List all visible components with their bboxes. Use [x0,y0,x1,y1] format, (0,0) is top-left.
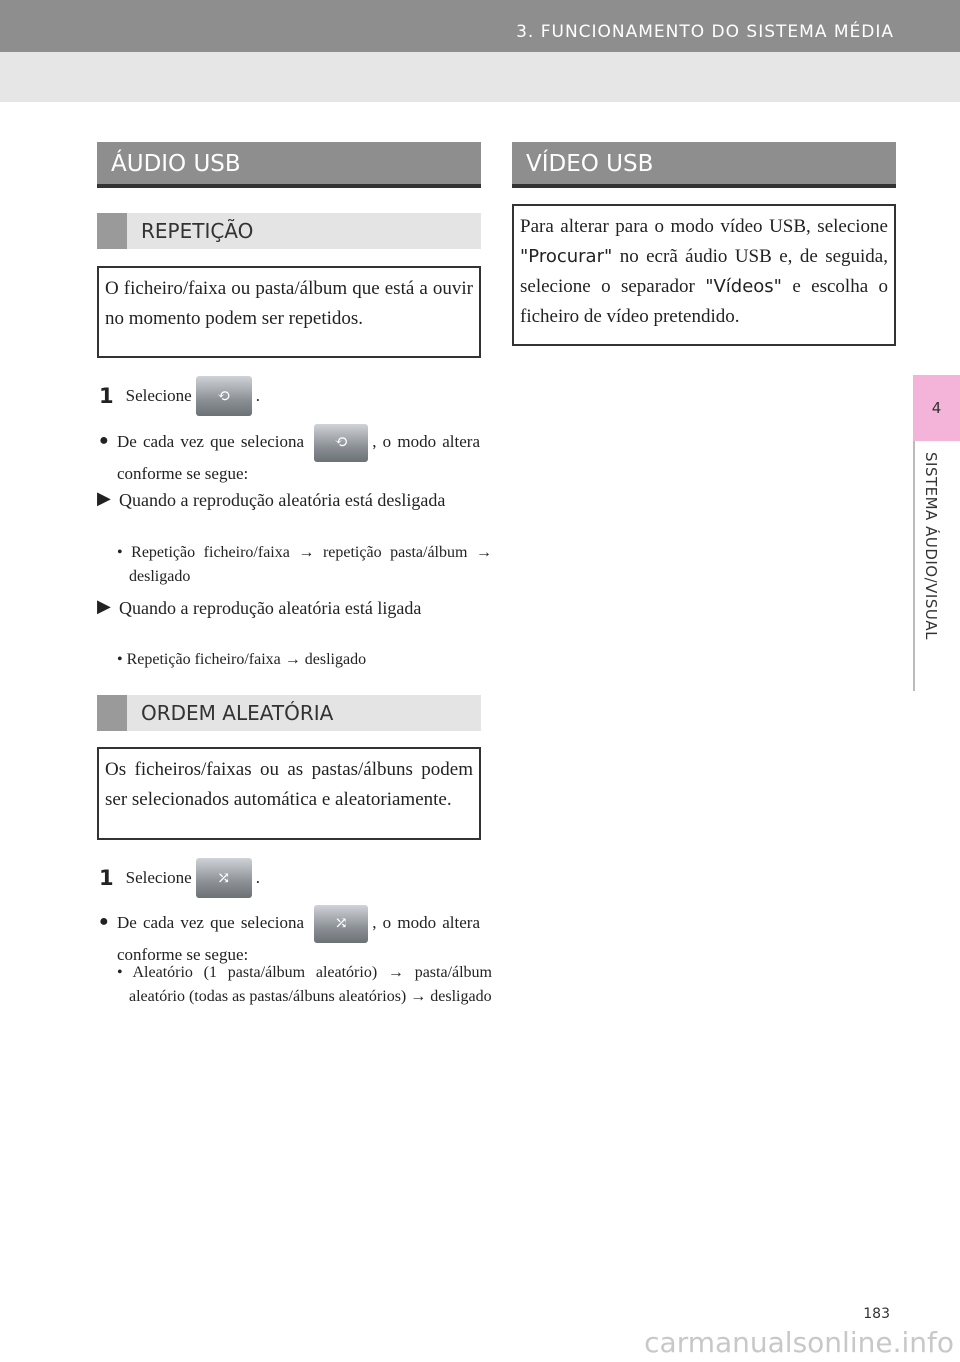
case-shuffle-on-sequence: • Repetição ficheiro/faixa → desligado [117,651,367,668]
triangle-icon: ▶ [97,596,111,616]
chapter-title: 3. FUNCIONAMENTO DO SISTEMA MÉDIA [516,22,894,42]
repeat-button: ⟲ [195,376,252,416]
repeat-info-box: O ficheiro/faixa ou pasta/álbum que está… [97,266,481,358]
header-band [0,52,960,102]
subsection-title-random: ORDEM ALEATÓRIA [97,695,481,731]
step-number: 1 [99,384,114,408]
random-sequence: • Aleatório (1 pasta/álbum aleatório) → … [117,964,492,1005]
bullet-icon: ● [99,432,109,449]
chapter-tab-label: SISTEMA ÁUDIO/VISUAL [922,452,940,640]
video-text-pre: Para alterar para o modo vídeo USB, sele… [520,216,888,237]
header-bar: 3. FUNCIONAMENTO DO SISTEMA MÉDIA [0,0,960,52]
subsection-title-repeat: REPETIÇÃO [97,213,481,249]
bullet-icon: ● [99,913,109,930]
case-shuffle-off: Quando a reprodução aleatória está desli… [119,490,446,510]
video-text-post: e escolha o ficheiro de vídeo pretendido… [520,276,889,327]
bullet-text-post: , o modo altera conforme se segue: [117,431,481,483]
video-text-mid: no ecrã áudio USB e, de seguida, selecio… [520,246,888,297]
repeat-step: 1 Selecione ⟲ . [99,373,260,419]
case-shuffle-on: Quando a reprodução aleatória está ligad… [119,598,422,618]
random-mode-text: De cada vez que seleciona ⤮, o modo alte… [117,905,480,967]
shuffle-icon: ⤮ [217,870,231,887]
step-text: Selecione [125,386,192,405]
random-step: 1 Selecione ⤮ . [99,855,260,901]
shuffle-button-inline: ⤮ [314,905,369,943]
section-title-audio-usb: ÁUDIO USB [97,142,481,188]
repeat-button-inline: ⟲ [314,424,369,462]
section-title-video-usb: VÍDEO USB [512,142,896,188]
video-info-box: Para alterar para o modo vídeo USB, sele… [512,204,896,346]
bullet-text-post: , o modo altera conforme se segue: [117,912,481,964]
bullet-text-pre: De cada vez que seleciona [117,912,305,932]
page-number: 183 [863,1306,890,1322]
videos-label: "Vídeos" [705,276,782,297]
repeat-icon: ⟲ [217,388,231,405]
chapter-tab-number: 4 [913,375,960,441]
case-shuffle-off-sequence: • Repetição ficheiro/faixa → repetição p… [117,544,492,585]
browse-label: "Procurar" [520,246,613,267]
shuffle-button: ⤮ [195,858,252,898]
random-info-box: Os ficheiros/faixas ou as pastas/álbuns … [97,747,481,840]
triangle-icon: ▶ [97,488,111,508]
step-number: 1 [99,866,114,890]
step-end: . [255,386,260,405]
shuffle-icon: ⤮ [334,915,348,932]
watermark: carmanualsonline.info [644,1326,954,1359]
bullet-text-pre: De cada vez que seleciona [117,431,305,451]
step-end: . [255,868,260,887]
repeat-mode-text: De cada vez que seleciona ⟲, o modo alte… [117,424,480,486]
repeat-icon: ⟲ [334,434,348,451]
tab-divider [913,441,915,691]
step-text: Selecione [125,868,192,887]
